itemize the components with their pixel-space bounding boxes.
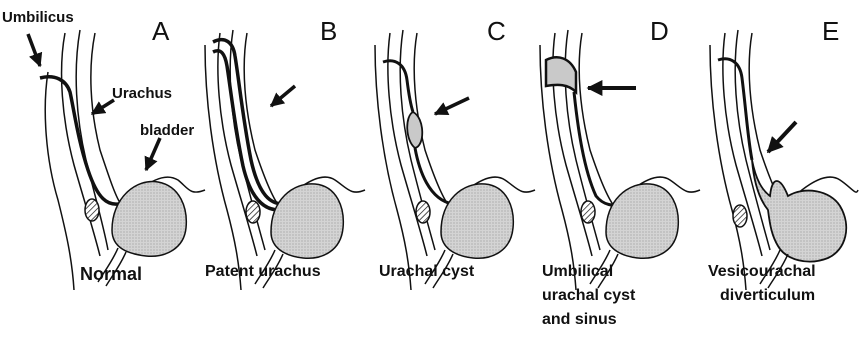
label-urachus: Urachus: [112, 85, 172, 102]
arrow-patent-urachus: [271, 86, 295, 106]
anatomy-drawing: [205, 30, 365, 290]
panel-letter: B: [320, 16, 337, 46]
anatomy-drawing: [540, 30, 700, 290]
pointer-arrows: [435, 98, 469, 114]
arrow-bladder: [146, 138, 160, 170]
panel-caption-line: Patent urachus: [205, 263, 321, 280]
label-bladder: bladder: [140, 122, 194, 139]
panel-letter: E: [822, 16, 839, 46]
panel-caption-line: and sinus: [542, 311, 617, 328]
panel-a: A Umbilicus Urachus bladder No: [2, 9, 205, 290]
anatomy-drawing: [40, 30, 205, 290]
panel-caption-line: Umbilical: [542, 263, 613, 280]
panel-letter: D: [650, 16, 669, 46]
arrow-urachal-cyst: [435, 98, 469, 114]
panel-d: D Umbilical urachal cyst and sinus: [540, 16, 700, 328]
panel-c: C Urachal cyst: [375, 16, 535, 290]
panel-caption-line: Normal: [80, 264, 142, 284]
anatomy-drawing: [375, 30, 535, 290]
arrow-urachus: [92, 100, 114, 114]
panel-caption-line: Urachal cyst: [379, 263, 475, 280]
anatomy-drawing: [710, 30, 858, 290]
panel-letter: C: [487, 16, 506, 46]
panel-letter: A: [152, 16, 170, 46]
arrow-umbilicus: [28, 34, 40, 66]
label-umbilicus: Umbilicus: [2, 9, 74, 26]
pointer-arrows: [271, 86, 295, 106]
panel-caption-line: urachal cyst: [542, 287, 636, 304]
panel-b: B Patent urachus: [205, 16, 365, 290]
panel-caption-line: Vesicourachal: [708, 263, 816, 280]
panel-caption-line: diverticulum: [720, 287, 815, 304]
arrow-diverticulum: [768, 122, 796, 152]
panel-e: E Vesicourachal diverticulum: [708, 16, 858, 304]
pointer-arrows: [768, 122, 796, 152]
